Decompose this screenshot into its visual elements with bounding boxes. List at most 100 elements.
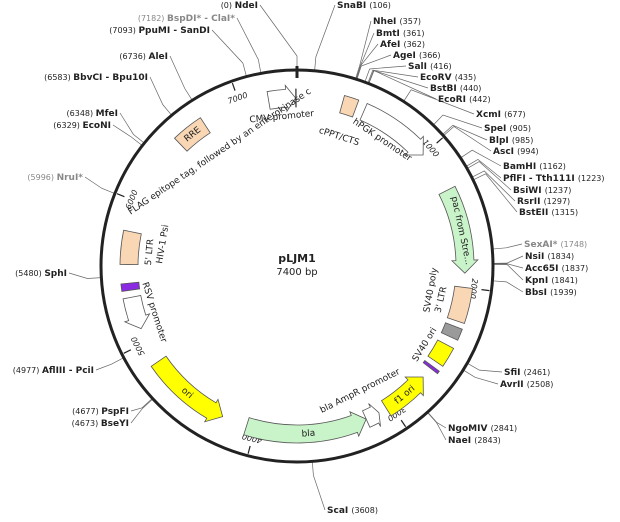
svg-text:(7093) PpuMI - SanDI: (7093) PpuMI - SanDI: [109, 26, 210, 36]
site-position: (905): [510, 124, 532, 133]
site-position: (2841): [491, 424, 518, 433]
site-name: AfeI: [380, 40, 403, 50]
restriction-site[interactable]: SexAI* (1748): [524, 240, 587, 250]
restriction-site[interactable]: (6348) MfeI: [67, 109, 118, 119]
site-name: NruI*: [57, 173, 84, 183]
restriction-site[interactable]: (5480) SphI: [15, 269, 67, 279]
site-position: (2843): [474, 436, 501, 445]
restriction-site[interactable]: SfiI (2461): [504, 368, 550, 378]
site-position: (2461): [524, 368, 551, 377]
site-leader-line: [130, 398, 153, 412]
restriction-site[interactable]: AvrII (2508): [500, 380, 553, 390]
restriction-site[interactable]: NaeI (2843): [448, 436, 501, 446]
site-name: NgoMIV: [448, 424, 491, 434]
restriction-site[interactable]: EcoRI (442): [438, 95, 491, 105]
restriction-site[interactable]: PflFI - Tth111I (1223): [503, 174, 605, 184]
site-name: BbsI: [525, 288, 550, 298]
restriction-site[interactable]: XcmI (677): [476, 110, 526, 120]
svg-text:RsrII (1297): RsrII (1297): [517, 197, 570, 207]
site-leader-line: [95, 357, 124, 371]
site-leader-line: [169, 55, 193, 101]
feature-label: 5' LTR: [144, 239, 156, 266]
restriction-site[interactable]: (5996) NruI*: [27, 173, 83, 183]
restriction-site[interactable]: (6329) EcoNI: [53, 121, 111, 131]
restriction-site[interactable]: SalI (416): [408, 62, 452, 72]
restriction-site[interactable]: KpnI (1841): [525, 276, 578, 286]
site-position: (5480): [15, 269, 44, 278]
site-name: AvrII: [500, 380, 527, 390]
restriction-site[interactable]: Acc65I (1837): [525, 264, 588, 274]
tick-mark: [247, 445, 251, 454]
restriction-site[interactable]: BstEII (1315): [519, 208, 578, 218]
restriction-site[interactable]: NheI (357): [373, 17, 421, 27]
restriction-site[interactable]: NgoMIV (2841): [448, 424, 517, 434]
svg-text:BmtI (361): BmtI (361): [376, 29, 425, 39]
site-name: XcmI: [476, 110, 504, 120]
feature-label: FLAG epitope tag, followed by an enterok…: [127, 87, 314, 218]
restriction-site[interactable]: SpeI (905): [484, 124, 531, 134]
restriction-site[interactable]: (4673) BseYI: [72, 419, 129, 429]
site-position: (677): [504, 110, 526, 119]
site-leader-line: [211, 29, 247, 77]
site-leader-line: [68, 272, 102, 279]
restriction-site[interactable]: EcoRV (435): [420, 73, 476, 83]
restriction-site[interactable]: AgeI (366): [393, 51, 441, 61]
site-leader-line: [364, 65, 407, 83]
site-position: (357): [400, 17, 422, 26]
site-name: EcoRI: [438, 95, 469, 105]
svg-text:(6348) MfeI: (6348) MfeI: [67, 109, 118, 119]
feature-label: bla: [301, 429, 315, 440]
site-name: PspFI: [101, 407, 129, 417]
site-position: (6736): [119, 52, 148, 61]
restriction-site[interactable]: (7182) BspDI* - ClaI*: [138, 14, 235, 24]
restriction-site[interactable]: AscI (994): [493, 147, 539, 157]
site-name: BsiWI: [513, 186, 545, 196]
svg-text:AscI (994): AscI (994): [493, 147, 539, 157]
site-position: (4677): [72, 407, 101, 416]
tick-mark: [481, 289, 490, 292]
site-position: (985): [512, 136, 534, 145]
site-leader-line: [466, 161, 512, 191]
site-position: (5996): [27, 173, 56, 182]
restriction-site[interactable]: (4977) AflIII - PciI: [13, 366, 94, 376]
site-name: EcoNI: [82, 121, 111, 131]
site-leader-line: [368, 70, 437, 100]
feature-shape: [120, 281, 141, 292]
restriction-site[interactable]: ScaI (3608): [327, 506, 378, 516]
restriction-site[interactable]: (6583) BbvCI - Bpu10I: [44, 73, 148, 83]
svg-text:SnaBI (106): SnaBI (106): [337, 1, 391, 11]
restriction-site[interactable]: BbsI (1939): [525, 288, 577, 298]
site-position: (416): [430, 62, 452, 71]
site-name: PpuMI - SanDI: [138, 26, 210, 36]
restriction-site[interactable]: NsiI (1834): [525, 252, 574, 262]
svg-text:EcoRV (435): EcoRV (435): [420, 73, 476, 83]
restriction-site[interactable]: SnaBI (106): [337, 1, 391, 11]
site-name: SexAI*: [524, 240, 561, 250]
site-position: (362): [403, 40, 425, 49]
site-position: (994): [517, 147, 539, 156]
restriction-site[interactable]: (6736) AleI: [119, 52, 168, 62]
tick-label: 5000: [129, 335, 146, 357]
site-position: (1834): [547, 252, 574, 261]
restriction-site[interactable]: (4677) PspFI: [72, 407, 129, 417]
restriction-site[interactable]: BlpI (985): [489, 136, 533, 146]
tick-label: 7000: [227, 91, 249, 106]
restriction-site[interactable]: (0) NdeI: [221, 1, 258, 11]
site-position: (6583): [44, 73, 73, 82]
site-leader-line: [149, 76, 172, 116]
restriction-site[interactable]: BmtI (361): [376, 29, 425, 39]
site-position: (2508): [527, 380, 554, 389]
restriction-site[interactable]: RsrII (1297): [517, 197, 570, 207]
restriction-site[interactable]: BstBI (440): [430, 84, 481, 94]
site-name: NdeI: [235, 1, 258, 11]
site-name: BlpI: [489, 136, 512, 146]
site-name: NsiI: [525, 252, 547, 262]
restriction-site[interactable]: (7093) PpuMI - SanDI: [109, 26, 210, 36]
svg-text:XcmI (677): XcmI (677): [476, 110, 526, 120]
site-name: BmtI: [376, 29, 403, 39]
restriction-site[interactable]: BsiWI (1237): [513, 186, 571, 196]
site-leader-line: [119, 112, 145, 144]
site-name: AflIII - PciI: [42, 366, 94, 376]
restriction-site[interactable]: BamHI (1162): [503, 162, 566, 172]
restriction-site[interactable]: AfeI (362): [380, 40, 425, 50]
